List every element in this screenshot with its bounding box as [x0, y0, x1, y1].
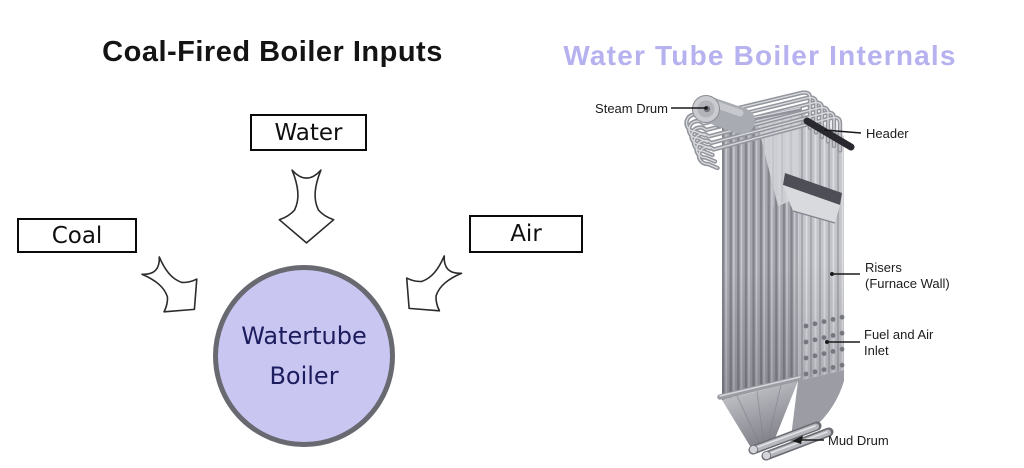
- flow-arrow-air: [392, 247, 470, 326]
- mud-drum-graphic: [717, 375, 834, 461]
- water-input-label: Water: [274, 119, 343, 146]
- coal-input-box: Coal: [17, 218, 137, 253]
- watertube-boiler-node: Watertube Boiler: [213, 265, 395, 447]
- flow-arrow-water: [278, 169, 335, 244]
- fuel-air-inlet-label-line2: Inlet: [864, 343, 889, 358]
- leader-lines: [671, 106, 862, 444]
- funnel: [722, 370, 844, 451]
- steam-drum-label: Steam Drum: [595, 101, 668, 116]
- fuel-air-inlet-label: Fuel and Air Inlet: [864, 327, 933, 359]
- water-input-box: Water: [250, 114, 367, 151]
- left-diagram-title: Coal-Fired Boiler Inputs: [102, 36, 443, 68]
- fuel-air-nozzles: [803, 314, 845, 377]
- riser-wall: [722, 110, 844, 400]
- risers-label-line1: Risers: [865, 260, 902, 275]
- boiler-node-label-line1: Watertube: [241, 322, 367, 350]
- risers-label-line2: (Furnace Wall): [865, 276, 950, 291]
- burner-duct: [783, 173, 842, 224]
- air-input-box: Air: [469, 215, 583, 253]
- boiler-node-label-line2: Boiler: [269, 362, 339, 390]
- risers-label: Risers (Furnace Wall): [865, 260, 950, 292]
- air-input-label: Air: [510, 221, 542, 247]
- coal-input-label: Coal: [51, 222, 103, 249]
- flow-arrow-coal: [133, 248, 212, 327]
- fuel-air-inlet-label-line1: Fuel and Air: [864, 327, 934, 342]
- tube-bank: [684, 90, 843, 171]
- header-bar: [803, 117, 855, 151]
- steam-drum-graphic: [692, 95, 755, 134]
- right-diagram-title: Water Tube Boiler Internals: [563, 40, 957, 71]
- mud-drum-label: Mud Drum: [828, 433, 889, 448]
- header-label: Header: [866, 126, 909, 141]
